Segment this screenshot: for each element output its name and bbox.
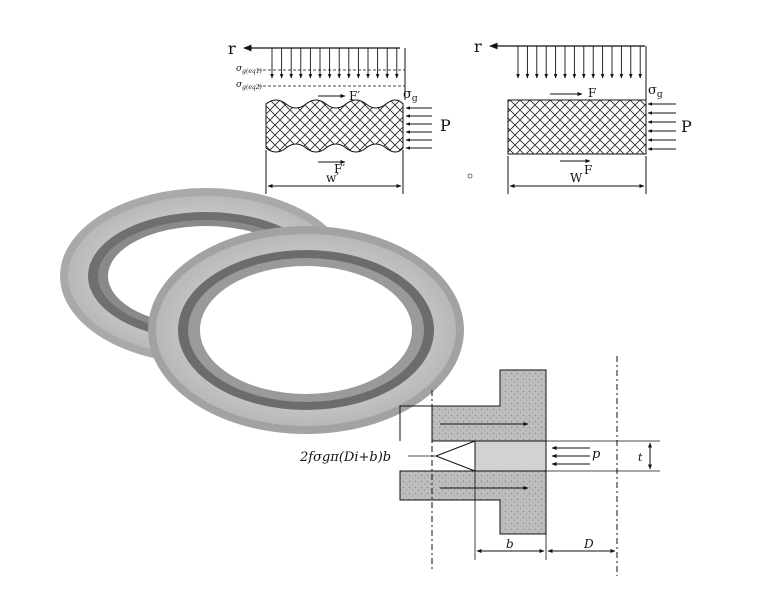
sigma-label-b: σg (648, 83, 663, 100)
friction-label-bottom-a: F′ (334, 162, 345, 176)
pressure-label-a: P (440, 116, 451, 135)
stress-label-top-a: σg(eq1) (236, 64, 263, 75)
sigma-label-a: σg (403, 87, 418, 104)
thickness-label: t (638, 451, 643, 464)
friction-label-top-a: F′ (349, 89, 360, 103)
width-label-a: w′ (326, 171, 339, 185)
load-arrows-b (516, 46, 643, 79)
lower-flange (399, 470, 547, 535)
diagram-c-flange-section: p t 2fσgπ(Di+b)b b D (299, 356, 660, 576)
flat-gasket-body-b (507, 99, 647, 155)
stray-dot (467, 173, 473, 179)
pressure-label-b: P (681, 117, 692, 136)
pressure-arrows-a (405, 106, 432, 150)
load-arrows-a (270, 48, 399, 79)
friction-label-bottom-b: F (584, 163, 592, 177)
radial-label-a: r (228, 39, 236, 58)
spiral-wound-gasket-rings (60, 188, 464, 434)
force-formula: 2fσgπ(Di+b)b (299, 450, 391, 465)
wedge-lines (434, 440, 476, 472)
D-label: D (583, 537, 594, 551)
upper-flange (399, 369, 547, 442)
diagram-a-wavy-gasket: r σg(eq1) σg(eq2) F′ F′ σg P w′ (228, 39, 451, 194)
width-label-b: W (570, 171, 583, 185)
pressure-arrows-b (647, 102, 676, 151)
pressure-label-c: p (592, 447, 601, 462)
wavy-gasket-body-a (265, 99, 404, 153)
b-label: b (506, 537, 514, 551)
stress-label-bottom-a: σg(eq2) (236, 80, 263, 91)
gasket-in-joint (474, 440, 547, 472)
front-ring (148, 226, 464, 434)
friction-label-top-b: F (588, 86, 596, 100)
radial-label-b: r (474, 37, 482, 56)
diagram-b-flat-gasket: r F F σg P W (467, 37, 692, 194)
